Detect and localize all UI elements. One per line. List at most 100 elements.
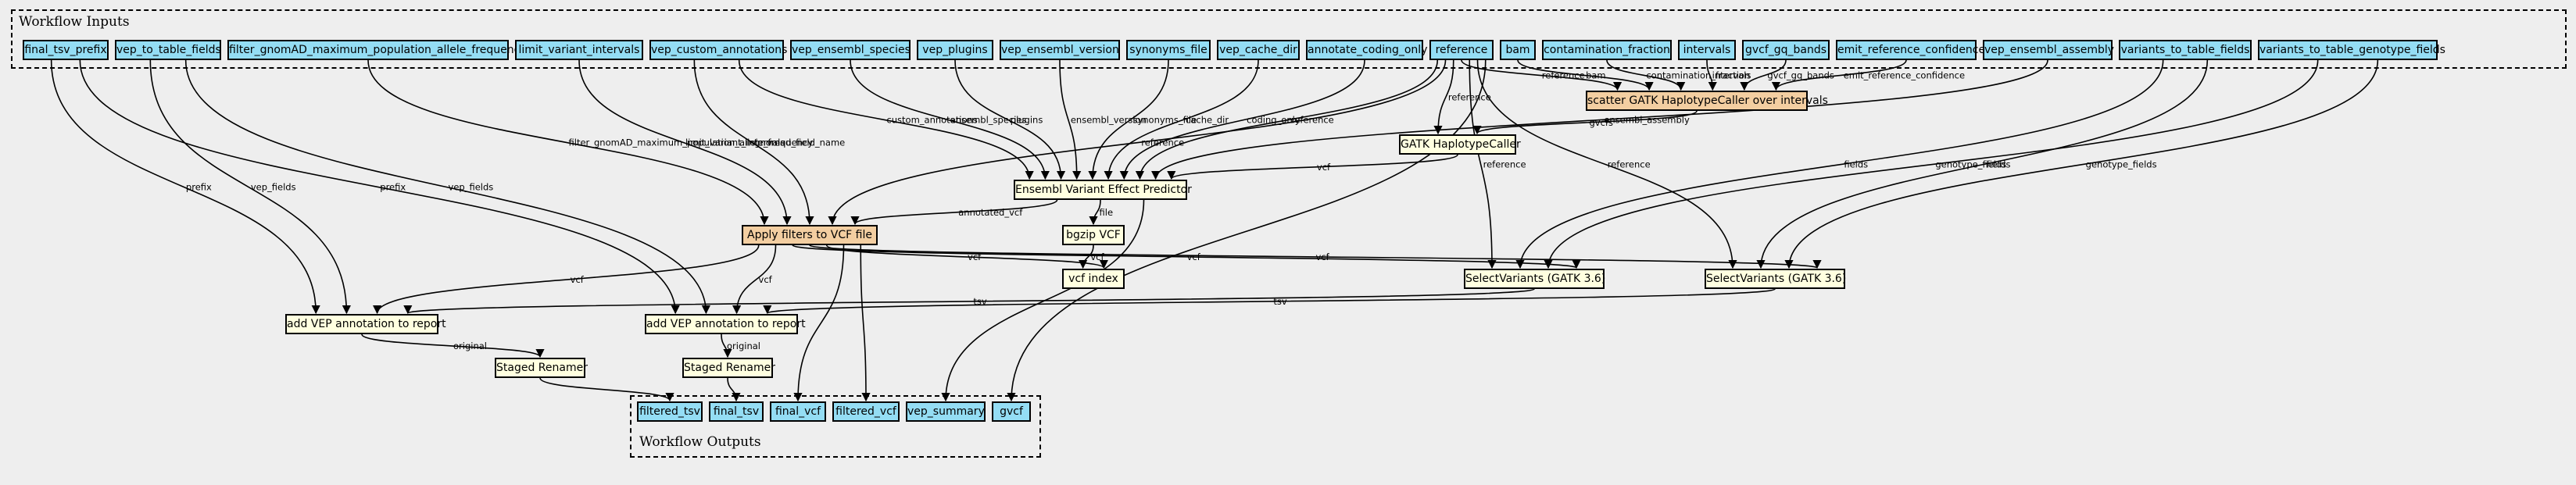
- edge-renamer_1-to-out_filtered_tsv: [539, 377, 674, 402]
- edge-label: reference: [1448, 92, 1491, 103]
- edge-filter_vcf-to-add_vep_1: [373, 244, 760, 315]
- edge-label: file: [1100, 207, 1114, 218]
- edge-scatter_haplotypecaller-to-haplotypecaller: [1472, 110, 1698, 135]
- workflow-outputs-cluster: Workflow Outputs: [630, 395, 1041, 458]
- input-intervals[interactable]: intervals: [1678, 40, 1736, 60]
- input-contamination-fraction[interactable]: contamination_fraction: [1542, 40, 1672, 60]
- output-gvcf[interactable]: gvcf: [992, 401, 1031, 422]
- step-selectvariants-2[interactable]: SelectVariants (GATK 3.6): [1705, 269, 1846, 289]
- input-vep-cache-dir[interactable]: vep_cache_dir: [1217, 40, 1300, 60]
- input-vep-ensembl-assembly[interactable]: vep_ensembl_assembly: [1983, 40, 2114, 60]
- edge-label: tsv: [1273, 296, 1287, 307]
- workflow-inputs-label: Workflow Inputs: [19, 14, 130, 30]
- edge-label: ensembl_version: [1071, 115, 1147, 126]
- edge-label: gnomad_field_name: [754, 137, 845, 148]
- edge-label: reference: [1291, 115, 1334, 126]
- input-vep-custom-annotations[interactable]: vep_custom_annotations: [649, 40, 787, 60]
- input-bam[interactable]: bam: [1500, 40, 1536, 60]
- edge-label: vcf: [759, 274, 773, 285]
- input-gvcf-gq-bands[interactable]: gvcf_gq_bands: [1742, 40, 1830, 60]
- edge-filter_vcf-to-out_final_vcf: [793, 244, 845, 402]
- input-synonyms-file[interactable]: synonyms_file: [1126, 40, 1211, 60]
- edge-bgzip-to-vcf_index: [1079, 244, 1094, 269]
- edge-label: emit_reference_confidence: [1844, 70, 1965, 81]
- input-variants-to-table-genotype-fields[interactable]: variants_to_table_genotype_fields: [2258, 40, 2445, 60]
- input-emit-reference-confidence[interactable]: emit_reference_confidence: [1836, 40, 1985, 60]
- edge-label: plugins: [1011, 115, 1043, 126]
- edge-label: ensembl_species: [950, 115, 1027, 126]
- input-filter-gnomad-max-pop-af[interactable]: filter_gnomAD_maximum_population_allele_…: [227, 40, 527, 60]
- input-vep-to-table-fields[interactable]: vep_to_table_fields: [115, 40, 221, 60]
- step-scatter-haplotypecaller[interactable]: scatter GATK HaplotypeCaller over interv…: [1586, 91, 1828, 111]
- edge-label: vep_fields: [449, 182, 494, 193]
- step-staged-renamer-2[interactable]: Staged Renamer: [682, 358, 775, 378]
- edge-label: prefix: [380, 182, 406, 193]
- edge-select_variants_1-to-add_vep_1: [404, 288, 1535, 315]
- edge-in_annotate_coding_only-to-vep: [1119, 59, 1365, 180]
- edge-label: reference: [1608, 159, 1651, 170]
- step-vcf-index[interactable]: vcf index: [1062, 269, 1125, 289]
- step-bgzip-vcf[interactable]: bgzip VCF: [1062, 225, 1125, 245]
- edge-label: vcf: [1316, 251, 1330, 262]
- input-vep-plugins[interactable]: vep_plugins: [917, 40, 993, 60]
- edge-label: original: [727, 341, 760, 351]
- edge-filter_vcf-to-add_vep_2: [732, 244, 777, 315]
- edge-label: contamination_fraction: [1646, 70, 1750, 81]
- step-apply-vcf-filters[interactable]: Apply filters to VCF file: [742, 225, 878, 245]
- edge-in_vep_plugins-to-vep: [954, 59, 1066, 180]
- output-vep-summary[interactable]: vep_summary: [906, 401, 986, 422]
- edge-label: genotype_fields: [2086, 159, 2157, 170]
- output-final-vcf[interactable]: final_vcf: [770, 401, 826, 422]
- edge-label: vep_fields: [251, 182, 296, 193]
- edge-in_reference-to-out_gvcf: [1007, 59, 1487, 402]
- input-reference[interactable]: reference: [1429, 40, 1494, 60]
- step-selectvariants-1[interactable]: SelectVariants (GATK 3.6): [1464, 269, 1605, 289]
- edge-in_emit_reference_confidence-to-scatter_haplotypecaller: [1771, 59, 1907, 91]
- edge-label: original: [453, 341, 487, 351]
- input-vep-ensembl-species[interactable]: vep_ensembl_species: [790, 40, 911, 60]
- edge-in_vep_custom_annotations-to-filter_vcf: [693, 59, 814, 226]
- edge-in_vep_custom_annotations-to-vep: [738, 59, 1034, 180]
- output-filtered-vcf[interactable]: filtered_vcf: [832, 401, 900, 422]
- edge-in_variants_to_table_genotype_fields-to-select_variants_2: [1784, 59, 2379, 269]
- edge-label: reference: [1483, 159, 1526, 170]
- edge-add_vep_1-to-renamer_1: [361, 333, 545, 358]
- workflow-inputs-cluster: Workflow Inputs: [11, 9, 2567, 69]
- edge-add_vep_2-to-renamer_2: [721, 333, 732, 358]
- edge-in_reference-to-scatter_haplotypecaller: [1461, 59, 1623, 91]
- edge-renamer_2-to-out_final_tsv: [727, 377, 741, 402]
- edge-in_reference-to-vep: [1135, 59, 1439, 180]
- input-variants-to-table-fields[interactable]: variants_to_table_fields: [2119, 40, 2252, 60]
- edge-in_variants_to_table_fields-to-select_variants_1: [1515, 59, 2164, 269]
- edge-label: synonyms_file: [1132, 115, 1197, 126]
- edge-in_synonyms_file-to-vep: [1088, 59, 1169, 180]
- input-annotate-coding-only[interactable]: annotate_coding_only: [1306, 40, 1427, 60]
- edge-label: gvcf_gq_bands: [1767, 70, 1834, 81]
- step-add-vep-annotation-2[interactable]: add VEP annotation to report: [645, 314, 806, 334]
- edge-label: coding_only: [1247, 115, 1301, 126]
- edge-in_reference-to-filter_vcf: [828, 59, 1447, 226]
- edge-label: fields: [1987, 159, 2011, 170]
- step-add-vep-annotation-1[interactable]: add VEP annotation to report: [285, 314, 446, 334]
- output-final-tsv[interactable]: final_tsv: [709, 401, 764, 422]
- edge-filter_vcf-to-select_variants_1: [792, 244, 1580, 269]
- input-limit-variant-intervals[interactable]: limit_variant_intervals: [515, 40, 643, 60]
- edge-in_contamination_fraction-to-scatter_haplotypecaller: [1606, 59, 1686, 91]
- edge-label: bam: [1586, 70, 1606, 81]
- step-staged-renamer-1[interactable]: Staged Renamer: [495, 358, 588, 378]
- edge-in_reference-to-select_variants_2: [1476, 59, 1737, 269]
- input-vep-ensembl-version[interactable]: vep_ensembl_version: [1000, 40, 1120, 60]
- edge-in_variants_to_table_fields-to-select_variants_2: [1756, 59, 2209, 269]
- output-filtered-tsv[interactable]: filtered_tsv: [637, 401, 703, 422]
- step-ensembl-vep[interactable]: Ensembl Variant Effect Predictor: [1014, 180, 1192, 200]
- edge-in_vep_to_table_fields-to-add_vep_2: [184, 59, 710, 315]
- edge-label: ensembl_assembly: [1604, 115, 1690, 126]
- step-haplotypecaller[interactable]: GATK HaplotypeCaller: [1399, 134, 1521, 155]
- edge-label: tsv: [973, 296, 987, 307]
- edge-in_filter_gnomad-to-filter_vcf: [367, 59, 769, 226]
- edge-label: limit_variant_intervals: [685, 137, 785, 148]
- edge-label: annotated_vcf: [958, 207, 1023, 218]
- edge-label: vcf: [968, 251, 982, 262]
- input-final-tsv-prefix[interactable]: final_tsv_prefix: [23, 40, 109, 60]
